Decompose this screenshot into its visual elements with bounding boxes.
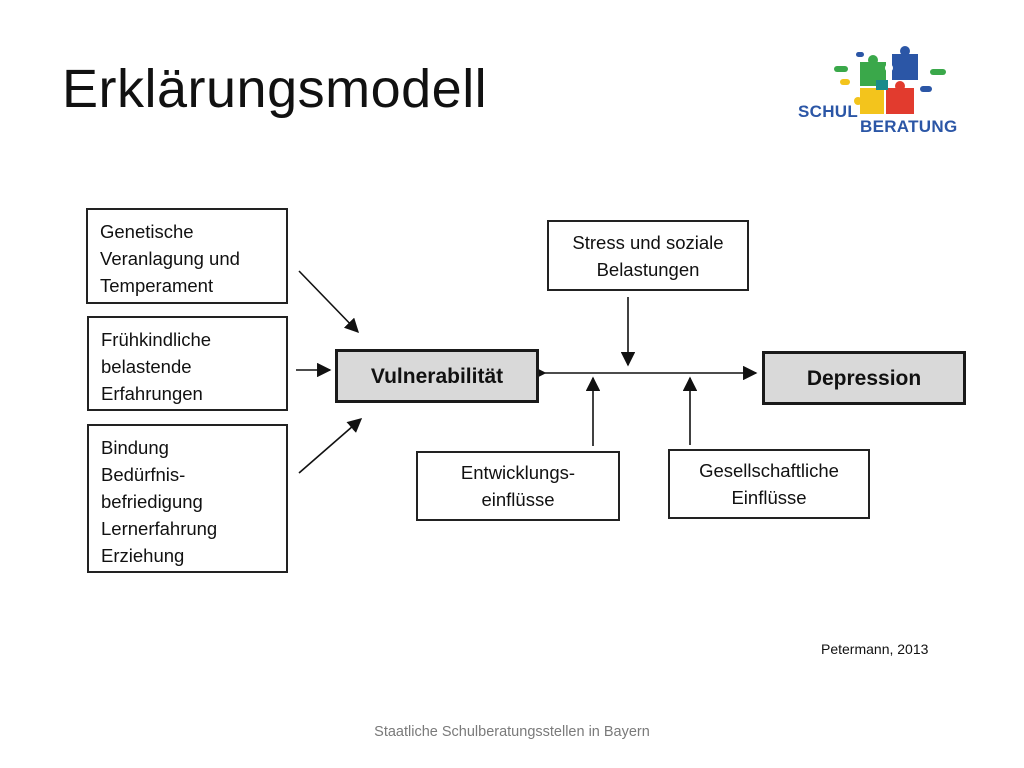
factor-box-early-childhood: Frühkindliche belastende Erfahrungen — [87, 316, 288, 411]
factor-line: Bedürfnis- — [101, 464, 186, 485]
factor-line: Temperament — [100, 275, 214, 296]
depression-box: Depression — [762, 351, 966, 405]
factor-line: belastende — [101, 356, 192, 377]
development-line: Entwicklungs- — [460, 462, 576, 483]
factor-line: Erziehung — [101, 545, 185, 566]
factor-line: befriedigung — [101, 491, 203, 512]
logo-word-schul: SCHUL — [798, 102, 859, 121]
arrow-genetics-to-vulnerability — [298, 270, 360, 334]
citation: Petermann, 2013 — [821, 641, 929, 657]
stress-box: Stress und soziale Belastungen — [547, 220, 749, 291]
stress-line: Stress und soziale — [572, 231, 724, 253]
factor-line: Bindung — [101, 437, 169, 458]
societal-line: Gesellschaftliche — [699, 460, 839, 481]
factor-line: Veranlagung und — [100, 248, 240, 269]
factor-box-genetics: Genetische Veranlagung und Temperament — [86, 208, 288, 304]
stress-line: Belastungen — [596, 258, 700, 280]
development-box: Entwicklungs- einflüsse — [416, 451, 620, 521]
vulnerability-box: Vulnerabilität — [335, 349, 539, 403]
factor-line: Frühkindliche — [101, 329, 212, 350]
factor-line: Genetische — [100, 221, 194, 242]
societal-line: Einflüsse — [731, 487, 807, 508]
factor-box-attachment: Bindung Bedürfnis- befriedigung Lernerfa… — [87, 424, 288, 573]
footer: Staatliche Schulberatungsstellen in Baye… — [374, 724, 650, 740]
factor-line: Lernerfahrung — [101, 518, 218, 539]
schulberatung-logo: SCHUL BERATUNG — [796, 44, 966, 140]
vulnerability-label: Vulnerabilität — [370, 364, 504, 388]
arrow-attachment-to-vulnerability — [298, 418, 363, 474]
development-line: einflüsse — [481, 489, 555, 510]
depression-label: Depression — [806, 366, 922, 390]
factor-line: Erfahrungen — [101, 383, 203, 404]
puzzle-pieces-icon — [834, 46, 946, 114]
slide-title: Erklärungsmodell — [62, 59, 488, 119]
logo-word-beratung: BERATUNG — [860, 117, 958, 136]
societal-box: Gesellschaftliche Einflüsse — [668, 449, 870, 519]
